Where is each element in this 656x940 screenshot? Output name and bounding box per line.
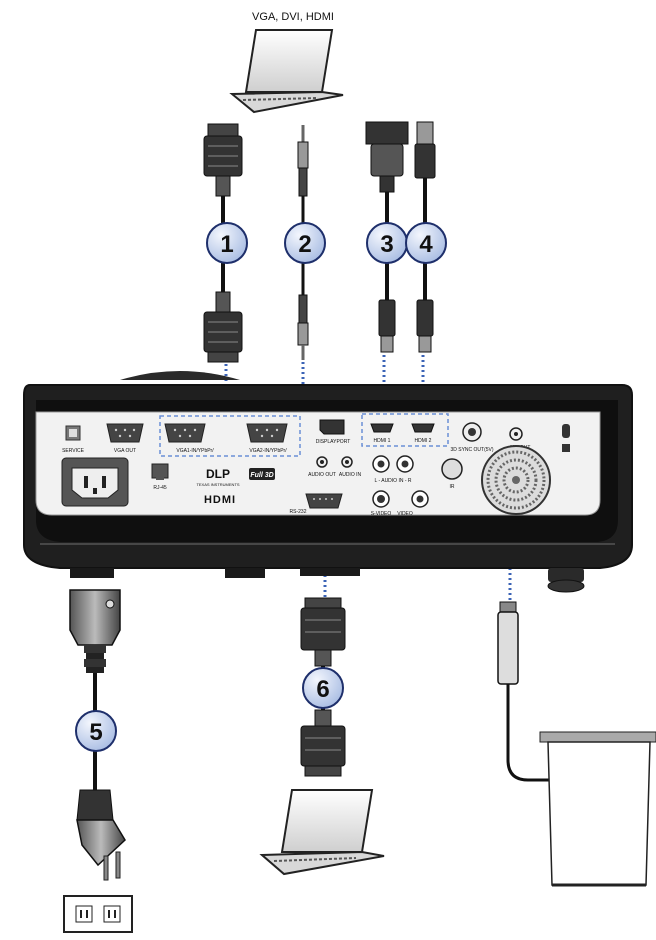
service-port: SERVICE [62, 425, 85, 454]
s-video-port: S-VIDEO [371, 490, 392, 517]
svg-text:1: 1 [220, 231, 233, 258]
svg-text:RS-232: RS-232 [290, 509, 307, 515]
svg-text:HDMI 1: HDMI 1 [374, 438, 391, 444]
svg-text:Full 3D: Full 3D [250, 472, 273, 479]
callout-5: 5 [75, 710, 117, 752]
svg-text:VIDEO: VIDEO [397, 511, 413, 517]
callout-6: 6 [302, 667, 344, 709]
svg-text:3D SYNC OUT(5V): 3D SYNC OUT(5V) [450, 447, 493, 453]
power-inlet [61, 457, 129, 507]
video-port: VIDEO [397, 490, 429, 517]
hdmi-group-box [361, 413, 449, 447]
projection-screen-icon [539, 731, 656, 887]
3d-sync-port: 3D SYNC OUT(5V) [450, 422, 494, 453]
callout-3: 3 [366, 222, 408, 264]
audio-out-port: AUDIO OUT [308, 456, 336, 478]
dvi-hdmi-cable [365, 121, 409, 353]
svg-text:DISPLAYPORT: DISPLAYPORT [316, 439, 351, 445]
displayport-port: DISPLAYPORT [316, 419, 351, 445]
vga-out-port: VGA OUT [106, 423, 144, 454]
svg-text:3: 3 [380, 231, 393, 258]
hdmi-cable [414, 121, 436, 353]
vga1-in-port: VGA1-IN/YPbPr/ [164, 423, 214, 454]
power-cord [69, 589, 126, 881]
hdmi1-port: HDMI 1 [370, 423, 394, 444]
callout-4: 4 [405, 222, 447, 264]
audio-in-port: AUDIO IN [339, 456, 362, 478]
laptop-icon [259, 789, 385, 876]
svg-text:DLP: DLP [206, 467, 230, 481]
svg-text:VGA2-IN/YPbPr/: VGA2-IN/YPbPr/ [249, 448, 287, 454]
svg-text:6: 6 [316, 676, 329, 703]
wall-outlet-icon [63, 895, 133, 933]
ir-receiver: IR [441, 458, 463, 490]
dlp-logo: DLP TEXAS INSTRUMENTS [196, 467, 239, 487]
audio-in-lr-port: L - AUDIO IN - R [372, 455, 414, 484]
diagram-title: VGA, DVI, HDMI [252, 11, 334, 23]
svg-text:IR: IR [450, 484, 455, 490]
callout-1: 1 [206, 222, 248, 264]
svg-text:RJ-45: RJ-45 [153, 485, 167, 491]
svg-text:AUDIO IN: AUDIO IN [339, 472, 362, 478]
kensington-lock-icon [562, 424, 570, 452]
svg-text:TEXAS INSTRUMENTS: TEXAS INSTRUMENTS [196, 482, 239, 487]
trigger-cable [497, 601, 575, 782]
svg-text:L - AUDIO IN - R: L - AUDIO IN - R [374, 478, 411, 484]
rj45-port: RJ-45 [151, 463, 169, 491]
svg-text:5: 5 [89, 719, 102, 746]
laptop-icon [229, 29, 344, 114]
svg-text:S-VIDEO: S-VIDEO [371, 511, 392, 517]
svg-text:AUDIO OUT: AUDIO OUT [308, 472, 336, 478]
svg-text:VGA OUT: VGA OUT [114, 448, 136, 454]
full3d-logo: Full 3D [249, 468, 275, 480]
callout-2: 2 [284, 222, 326, 264]
hdmi-logo: HDMI [204, 494, 236, 506]
speaker-grille [481, 445, 551, 515]
vga-in-group-box [159, 415, 301, 457]
svg-text:4: 4 [419, 231, 433, 258]
svg-text:2: 2 [298, 231, 311, 258]
rs232-port: RS-232 [290, 493, 343, 515]
hdmi2-port: HDMI 2 [411, 423, 435, 444]
rs232-cable [300, 597, 346, 777]
svg-text:HDMI 2: HDMI 2 [415, 438, 432, 444]
vga2-in-port: VGA2-IN/YPbPr/ [246, 423, 288, 454]
svg-text:SERVICE: SERVICE [62, 448, 85, 454]
svg-text:VGA1-IN/YPbPr/: VGA1-IN/YPbPr/ [176, 448, 214, 454]
